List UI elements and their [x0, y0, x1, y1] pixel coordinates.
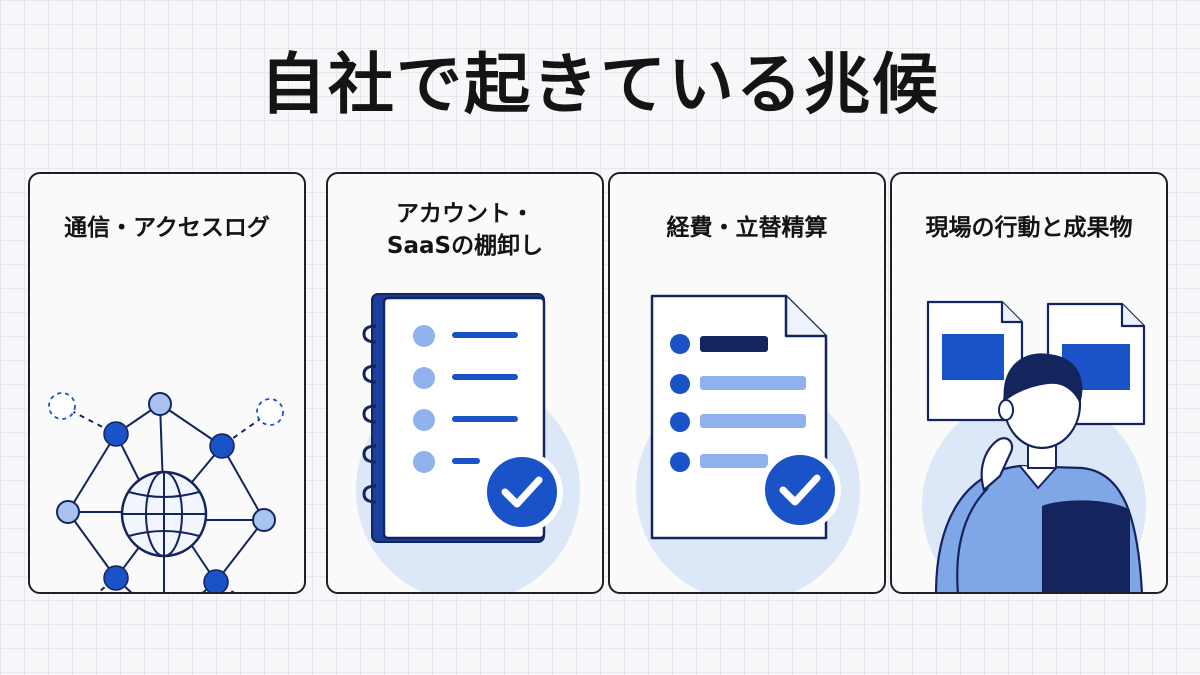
card-title-line: 現場の行動と成果物 — [925, 215, 1133, 241]
card-title: 経費・立替精算 — [610, 212, 884, 244]
card-title-line: アカウント・ — [396, 201, 534, 227]
card-title-line: 通信・アクセスログ — [64, 215, 270, 241]
card-account-saas: アカウント・ SaaSの棚卸し — [326, 172, 604, 594]
page-title: 自社で起きている兆候 — [260, 46, 940, 123]
card-title: 通信・アクセスログ — [30, 212, 304, 244]
card-title-line: SaaSの棚卸し — [386, 233, 544, 259]
card-network-logs: 通信・アクセスログ — [28, 172, 306, 594]
card-title-line: 経費・立替精算 — [666, 215, 828, 241]
card-title: 現場の行動と成果物 — [892, 212, 1166, 244]
person-reviewing-documents-icon — [922, 300, 1146, 592]
checklist-notebook-icon — [356, 293, 580, 592]
card-field-activity: 現場の行動と成果物 — [890, 172, 1168, 594]
card-title: アカウント・ SaaSの棚卸し — [328, 198, 602, 262]
network-globe-icon — [48, 392, 284, 592]
document-check-icon — [636, 294, 860, 592]
card-expense: 経費・立替精算 — [608, 172, 886, 594]
